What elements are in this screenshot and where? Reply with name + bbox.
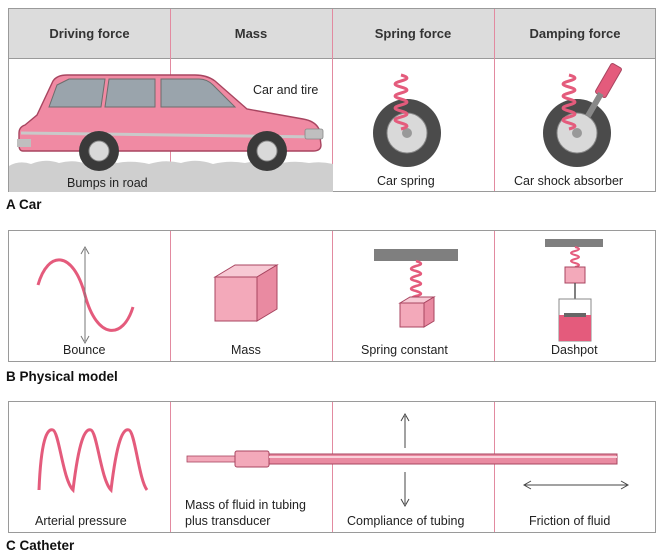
label-bumps-in-road: Bumps in road: [67, 176, 148, 190]
label-bounce: Bounce: [63, 343, 106, 357]
header-mass: Mass: [234, 26, 268, 41]
column-divider: [170, 231, 171, 361]
arterial-pressure-waveform: [37, 428, 149, 494]
section-title-catheter: C Catheter: [6, 538, 75, 553]
label-arterial-pressure: Arterial pressure: [35, 514, 127, 528]
section-title-car: A Car: [6, 197, 42, 212]
column-divider: [494, 402, 495, 532]
label-compliance-of-tubing: Compliance of tubing: [347, 514, 465, 528]
column-divider: [332, 9, 333, 191]
column-divider: [494, 231, 495, 361]
label-mass-of-fluid-line2: plus transducer: [185, 514, 271, 528]
header-driving-force: Driving force: [49, 26, 130, 41]
bounce-sine-wave: [36, 245, 135, 345]
label-car-and-tire: Car and tire: [253, 83, 319, 97]
label-mass-of-fluid-line1: Mass of fluid in tubing: [185, 498, 306, 512]
label-dashpot: Dashpot: [551, 343, 598, 357]
panel-physical-model: Bounce Mass Spring constant Dashpot: [8, 230, 656, 362]
column-divider: [332, 231, 333, 361]
label-spring-constant: Spring constant: [361, 343, 448, 357]
car-illustration: [17, 74, 324, 171]
friction-arrow: [522, 480, 630, 490]
column-divider: [332, 402, 333, 532]
spring-constant-model: [374, 249, 458, 328]
header-spring-force: Spring force: [374, 26, 452, 41]
shock-absorber-illustration: [543, 63, 622, 167]
catheter-tubing: [186, 450, 618, 468]
section-title-physical-model: B Physical model: [6, 369, 118, 384]
header-damping-force: Damping force: [529, 26, 621, 41]
compliance-arrows: [400, 412, 410, 508]
label-car-shock-absorber: Car shock absorber: [514, 174, 624, 188]
label-friction-of-fluid: Friction of fluid: [529, 514, 611, 528]
panel-car: Driving force Mass Spring force Damping …: [8, 8, 656, 192]
mass-cube: [213, 264, 279, 322]
label-car-spring: Car spring: [377, 174, 435, 188]
spring-wheel-illustration: [373, 73, 441, 167]
dashpot-model: [545, 239, 603, 342]
column-divider: [494, 9, 495, 191]
label-mass: Mass: [231, 343, 261, 357]
panel-catheter: Arterial pressure Mass of fluid in tubin…: [8, 401, 656, 533]
column-divider: [170, 402, 171, 532]
